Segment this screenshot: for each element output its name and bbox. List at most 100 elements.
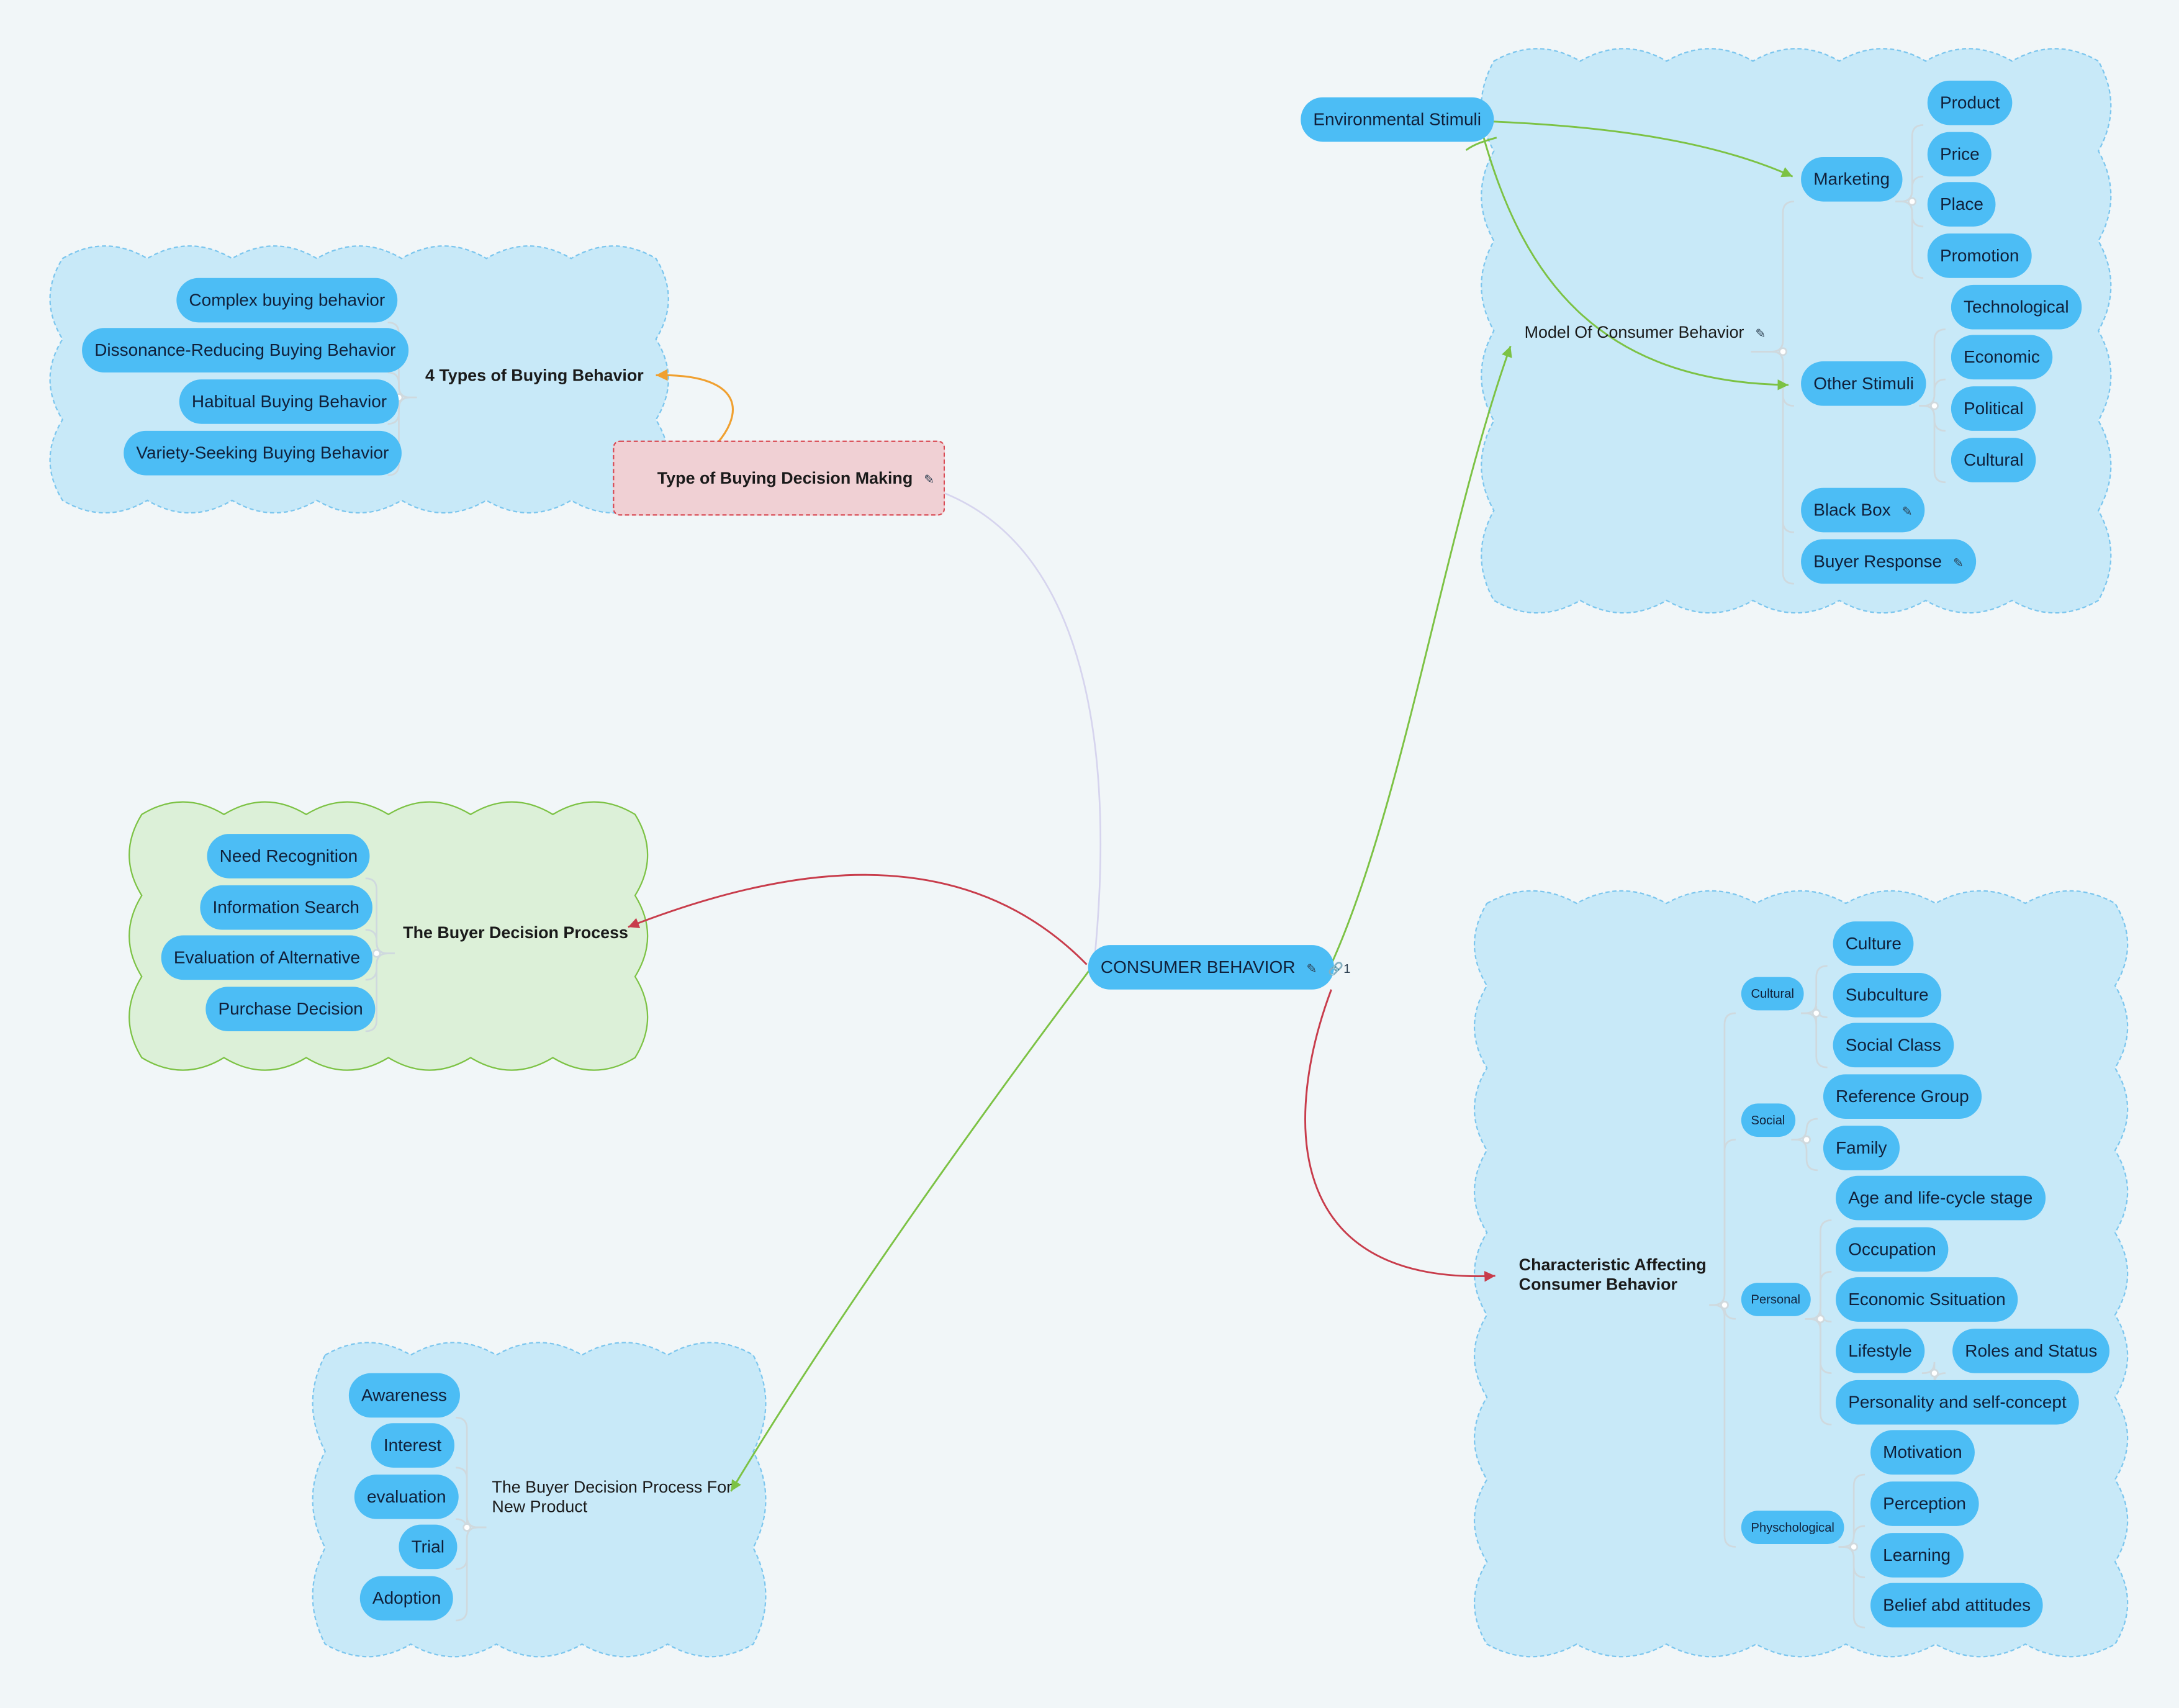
relation-env-marketing[interactable] — [1476, 120, 1793, 178]
char-motivation[interactable]: Motivation — [1870, 1430, 1975, 1475]
char-connectors-joint — [1720, 1301, 1729, 1309]
marketing-connectors — [1895, 201, 1924, 279]
relation-to-model[interactable] — [1329, 345, 1512, 968]
new-interest[interactable]: Interest — [371, 1423, 454, 1468]
other-stimuli-node[interactable]: Other Stimuli — [1801, 361, 1927, 406]
new-product-connectors — [456, 1526, 487, 1622]
note-icon[interactable]: ✎ — [1902, 504, 1913, 518]
marketing-connectors — [1895, 175, 1924, 202]
other-connectors — [1919, 405, 1946, 484]
types-habitual[interactable]: Habitual Buying Behavior — [179, 379, 400, 424]
char-personality[interactable]: Personality and self-concept — [1836, 1380, 2079, 1425]
buyer-process-title[interactable]: The Buyer Decision Process — [403, 923, 628, 942]
relation-to-new-product[interactable] — [730, 969, 1091, 1492]
model-title[interactable]: Model Of Consumer Behavior✎ — [1524, 322, 1766, 342]
process-connectors — [365, 929, 395, 954]
char-connectors — [1709, 1139, 1736, 1306]
social-connectors-joint — [1802, 1135, 1811, 1144]
new-trial[interactable]: Trial — [399, 1524, 458, 1570]
marketing-place[interactable]: Place — [1927, 182, 1996, 227]
char-social[interactable]: Social — [1741, 1103, 1795, 1137]
note-icon[interactable]: ✎ — [1953, 556, 1964, 570]
char-subculture[interactable]: Subculture — [1833, 972, 1941, 1018]
char-cultural[interactable]: Cultural — [1741, 977, 1804, 1011]
char-learning[interactable]: Learning — [1870, 1533, 1964, 1578]
branch-to-decision-making — [944, 492, 1102, 954]
psych-connectors-joint — [1849, 1542, 1859, 1552]
marketing-connectors-joint — [1908, 197, 1917, 206]
environmental-stimuli[interactable]: Environmental Stimuli — [1301, 97, 1494, 142]
marketing-promotion[interactable]: Promotion — [1927, 233, 2032, 278]
marketing-node[interactable]: Marketing — [1801, 156, 1903, 202]
model-connectors — [1751, 350, 1794, 585]
char-perception[interactable]: Perception — [1870, 1481, 1979, 1526]
note-icon[interactable]: ✎ — [924, 472, 935, 487]
note-icon[interactable]: ✎ — [1755, 327, 1766, 341]
psych-connectors — [1838, 1525, 1865, 1548]
char-personal[interactable]: Personal — [1741, 1283, 1810, 1316]
personal-connectors — [1805, 1317, 1832, 1426]
relation-to-buyer-process[interactable] — [628, 874, 1088, 965]
relation-to-characteristics[interactable] — [1304, 989, 1496, 1282]
char-lifestyle[interactable]: Lifestyle — [1836, 1329, 1925, 1373]
buyer-response-node[interactable]: Buyer Response✎ — [1801, 539, 1977, 584]
types-complex[interactable]: Complex buying behavior — [176, 278, 398, 323]
char-belief[interactable]: Belief abd attitudes — [1870, 1583, 2044, 1628]
decision-making-title[interactable]: Type of Buying Decision Making✎ — [657, 468, 935, 488]
types-title[interactable]: 4 Types of Buying Behavior — [425, 365, 644, 386]
model-connectors — [1751, 201, 1794, 353]
types-variety[interactable]: Variety-Seeking Buying Behavior — [124, 430, 402, 476]
types-connectors — [387, 396, 417, 476]
new-product-connectors-joint — [462, 1523, 472, 1532]
char-family[interactable]: Family — [1823, 1126, 1900, 1170]
relation-env-model[interactable] — [1465, 137, 1497, 151]
process-connectors-joint — [372, 949, 381, 958]
note-icon[interactable]: ✎ — [1306, 962, 1317, 976]
char-culture[interactable]: Culture — [1833, 921, 1915, 966]
char-connectors — [1709, 1304, 1736, 1548]
char-reference-group[interactable]: Reference Group — [1823, 1074, 1982, 1119]
lifestyle-connectors — [1921, 1362, 1946, 1385]
types-dissonance[interactable]: Dissonance-Reducing Buying Behavior — [82, 328, 408, 373]
social-connectors — [1791, 1139, 1818, 1172]
process-evaluation[interactable]: Evaluation of Alternative — [161, 935, 373, 980]
cultural-connectors — [1801, 1012, 1828, 1069]
other-connectors — [1919, 378, 1946, 407]
process-connectors — [365, 952, 395, 1032]
other-technological[interactable]: Technological — [1951, 284, 2082, 330]
char-psychological[interactable]: Physchological — [1741, 1511, 1844, 1544]
black-box-node[interactable]: Black Box✎ — [1801, 487, 1925, 533]
lifestyle-connectors-joint — [1930, 1368, 1939, 1378]
char-social-class[interactable]: Social Class — [1833, 1023, 1954, 1068]
decision-making-boundary[interactable] — [613, 440, 945, 516]
process-information[interactable]: Information Search — [200, 885, 372, 930]
other-economic[interactable]: Economic — [1951, 335, 2053, 380]
new-awareness[interactable]: Awareness — [348, 1373, 460, 1418]
process-need[interactable]: Need Recognition — [207, 834, 371, 879]
central-topic[interactable]: CONSUMER BEHAVIOR✎🔗1 — [1088, 945, 1351, 990]
link-icon[interactable]: 🔗1 — [1328, 962, 1351, 976]
other-connectors-joint — [1930, 401, 1939, 410]
other-cultural[interactable]: Cultural — [1951, 438, 2036, 482]
char-roles-status[interactable]: Roles and Status — [1952, 1329, 2110, 1373]
process-purchase[interactable]: Purchase Decision — [205, 987, 376, 1031]
types-connectors — [387, 371, 417, 399]
marketing-product[interactable]: Product — [1927, 80, 2013, 125]
personal-connectors — [1805, 1270, 1832, 1320]
other-political[interactable]: Political — [1951, 386, 2036, 431]
cultural-connectors-joint — [1811, 1008, 1821, 1018]
char-age[interactable]: Age and life-cycle stage — [1836, 1175, 2046, 1221]
char-economic[interactable]: Economic Ssituation — [1836, 1277, 2018, 1322]
new-product-connectors — [456, 1516, 487, 1530]
marketing-price[interactable]: Price — [1927, 132, 1992, 177]
personal-connectors-joint — [1816, 1314, 1825, 1324]
relation-env-other[interactable] — [1480, 129, 1789, 391]
new-evaluation[interactable]: evaluation — [354, 1475, 459, 1519]
char-occupation[interactable]: Occupation — [1836, 1227, 1949, 1272]
cultural-connectors — [1801, 965, 1828, 1014]
psych-connectors — [1838, 1546, 1865, 1629]
new-adoption[interactable]: Adoption — [359, 1576, 454, 1621]
